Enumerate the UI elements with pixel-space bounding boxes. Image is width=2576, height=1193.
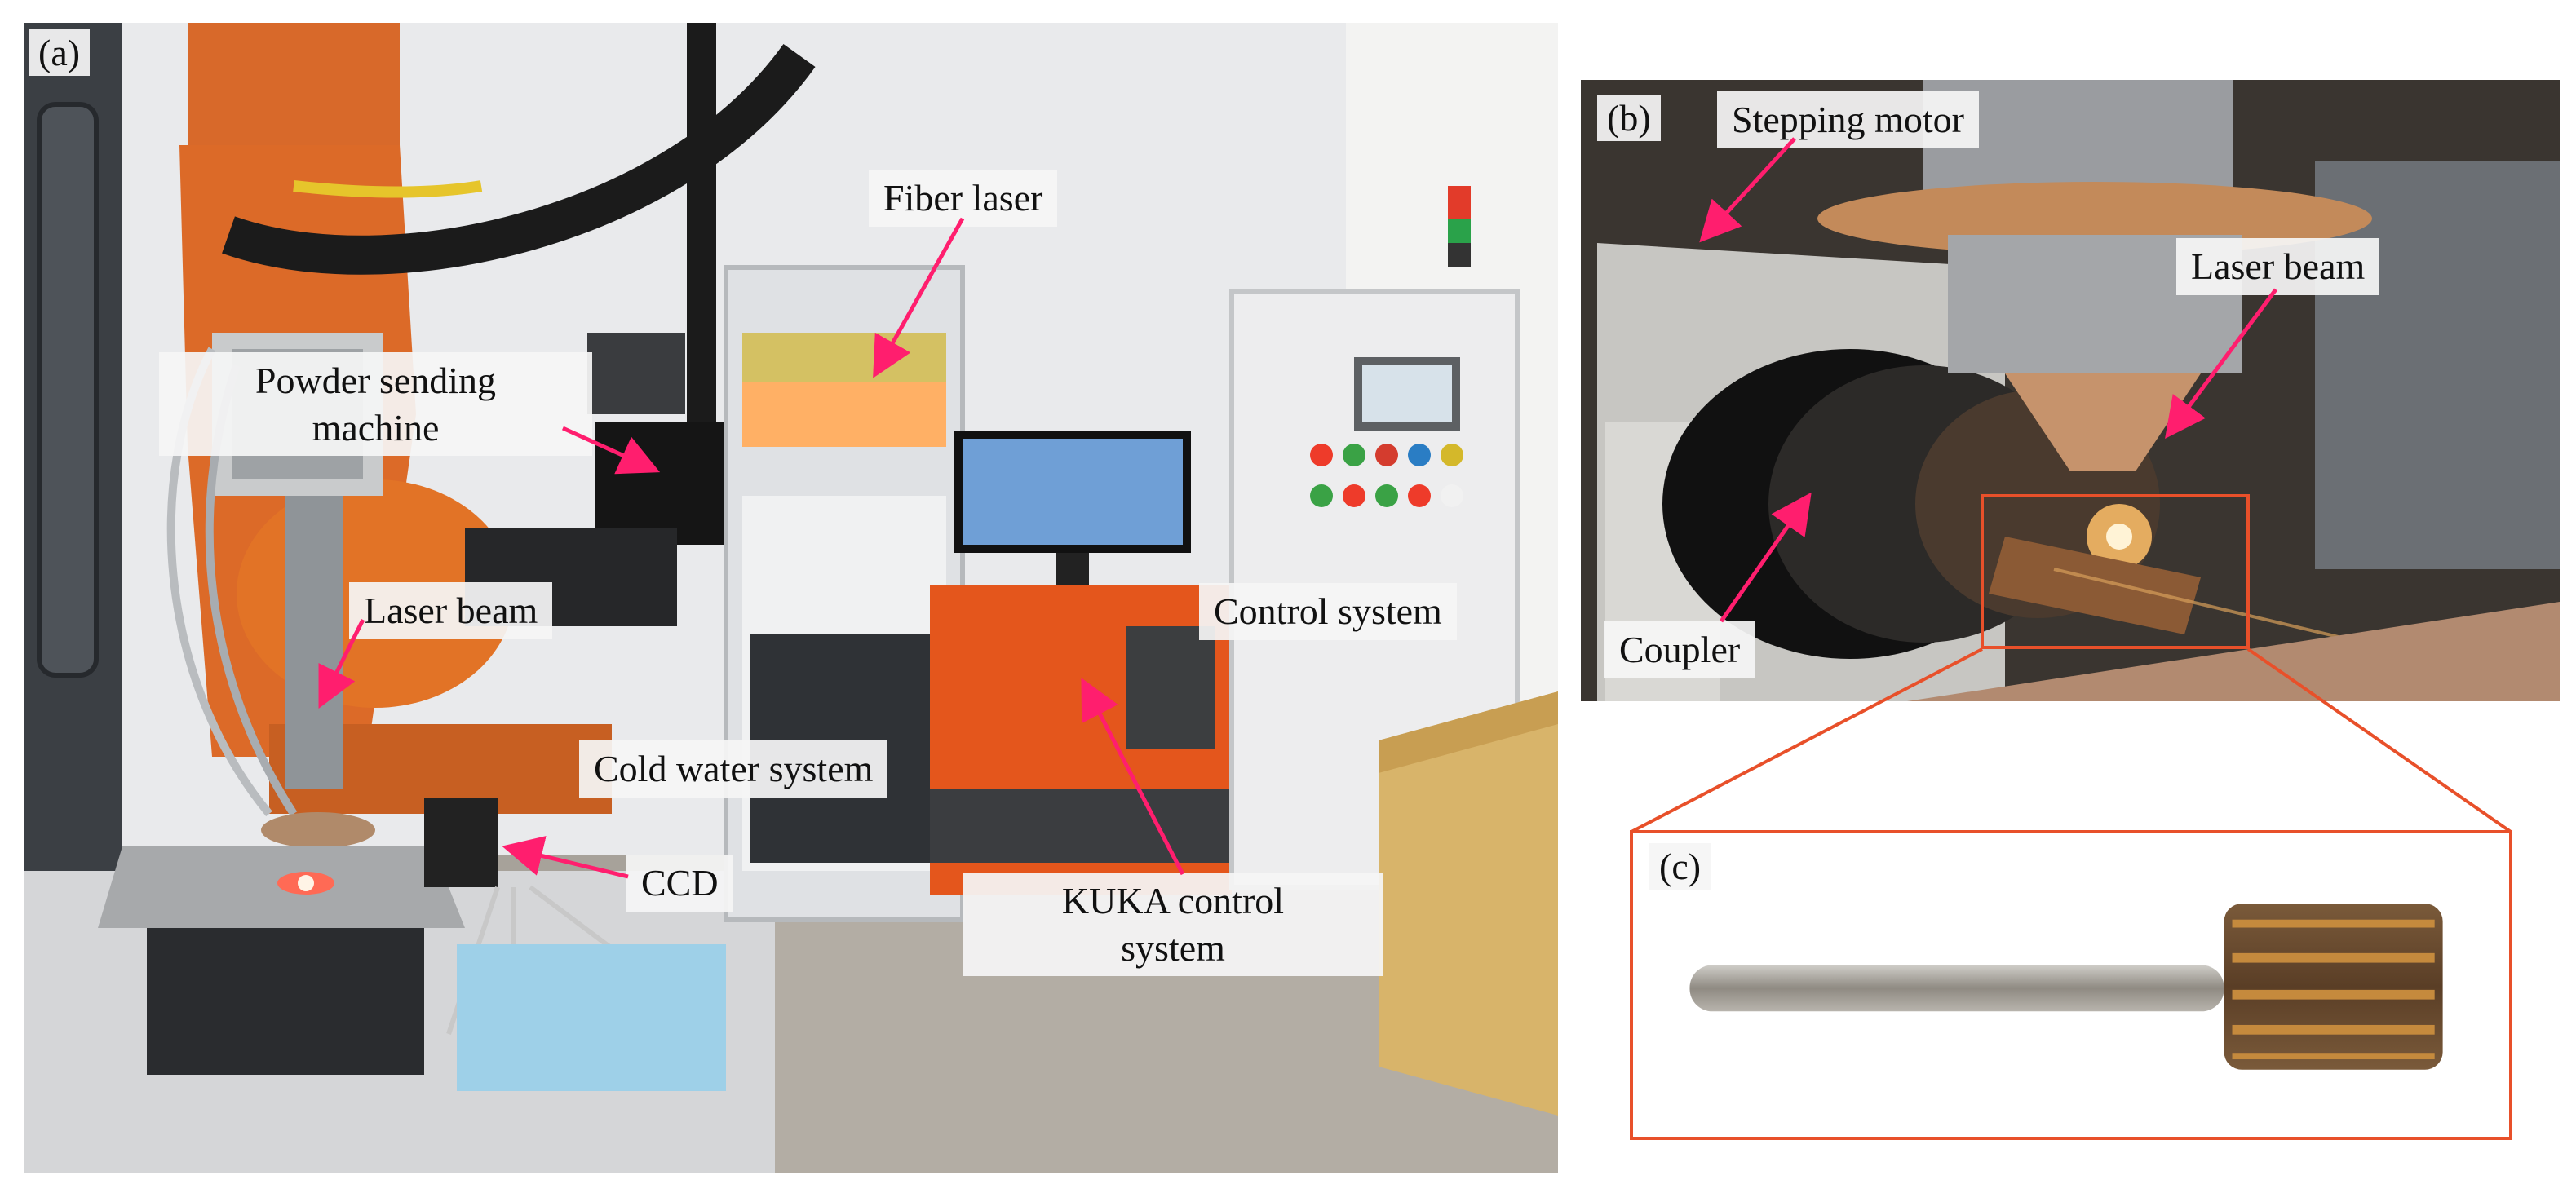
label-kuka-control-system: KUKA control system bbox=[963, 873, 1383, 976]
label-laser-beam-b: Laser beam bbox=[2176, 238, 2380, 295]
label-powder-sending-machine: Powder sending machine bbox=[159, 352, 592, 456]
label-ccd: CCD bbox=[626, 855, 733, 912]
label-kuka-line1: KUKA control bbox=[1061, 880, 1285, 921]
panel-c-tag: (c) bbox=[1649, 843, 1711, 890]
cladding-closeup-illustration bbox=[1581, 80, 2560, 701]
label-kuka-line2: system bbox=[1121, 926, 1225, 969]
label-powder-line1: Powder sending bbox=[255, 360, 497, 401]
label-control-system: Control system bbox=[1199, 583, 1457, 640]
gear-shaft-illustration bbox=[1689, 904, 2443, 1070]
label-cold-water-system: Cold water system bbox=[579, 740, 888, 798]
zoom-region-frame bbox=[1981, 494, 2250, 649]
label-fiber-laser: Fiber laser bbox=[869, 170, 1058, 227]
label-powder-line2: machine bbox=[312, 406, 440, 448]
panel-b-photo: (b) bbox=[1581, 80, 2560, 701]
panel-b-tag: (b) bbox=[1597, 95, 1661, 141]
panel-c-frame: (c) bbox=[1630, 830, 2512, 1140]
panel-a-tag: (a) bbox=[29, 29, 91, 76]
label-coupler: Coupler bbox=[1604, 621, 1755, 678]
label-stepping-motor: Stepping motor bbox=[1717, 91, 1979, 148]
label-laser-beam-a: Laser beam bbox=[349, 582, 553, 639]
